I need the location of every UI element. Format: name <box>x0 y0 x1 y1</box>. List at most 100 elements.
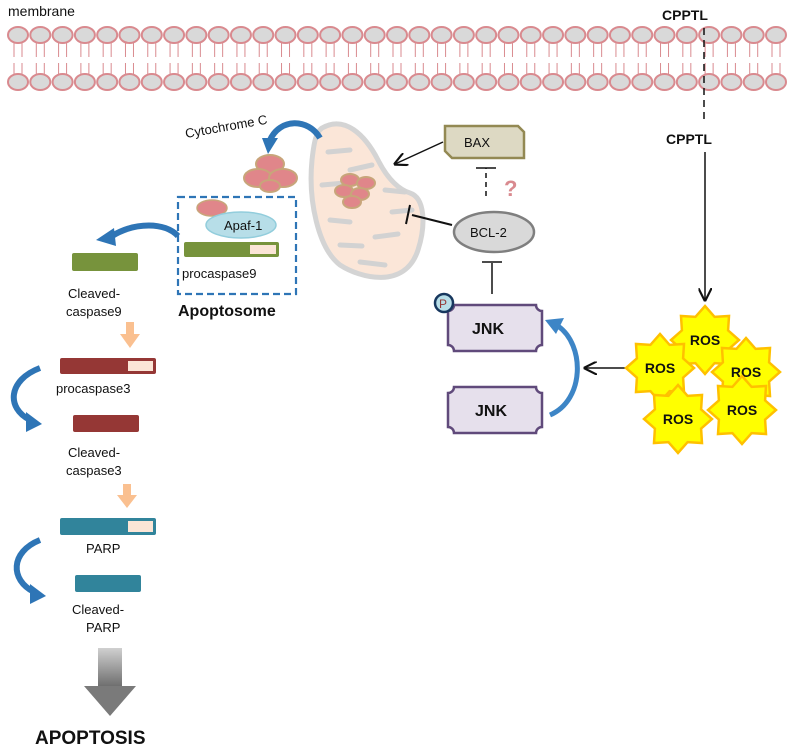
jnk-node: JNK <box>446 385 544 435</box>
cleaved-caspase3-label-line1: Cleaved- <box>68 445 120 460</box>
lipid-head <box>319 26 342 44</box>
lipid-head <box>7 26 29 44</box>
lipid-head <box>252 26 275 44</box>
lipid-head <box>118 73 141 91</box>
bax-node: BAX <box>443 124 526 160</box>
lipid-head <box>452 73 475 91</box>
procaspase3-cleavage-arrowhead <box>26 412 42 432</box>
lipid-head <box>653 73 676 91</box>
bcl2-label: BCL-2 <box>470 225 507 240</box>
lipid-head <box>631 73 654 91</box>
lipid-head <box>386 26 408 44</box>
cleaved-caspase9-label-line1: Cleaved- <box>68 286 120 301</box>
lipid-head <box>274 73 297 91</box>
cytochrome-release-arrowhead <box>262 138 278 154</box>
lipid-head <box>73 26 96 44</box>
lipid-head <box>675 26 698 44</box>
bcl2-node <box>452 210 536 254</box>
phospho-jnk-node: JNK <box>446 303 544 353</box>
apoptosome-to-caspase9-curved-arrow <box>110 222 181 239</box>
lipid-head <box>742 73 765 91</box>
lipid-head <box>163 73 186 91</box>
cleaved-caspase9-label-line2: caspase9 <box>66 304 122 319</box>
lipid-head <box>163 26 186 44</box>
lipid-head <box>720 26 743 44</box>
lipid-head <box>720 73 743 91</box>
ros-star-5 <box>642 383 714 455</box>
lipid-head <box>296 26 319 44</box>
lipid-head <box>73 73 96 91</box>
lipid-head <box>698 26 721 44</box>
lipid-head <box>229 73 252 91</box>
lipid-head <box>631 26 654 44</box>
lipid-head <box>296 73 319 91</box>
ros-label-4: ROS <box>727 402 757 418</box>
parp-cleavage-arrowhead <box>30 584 46 604</box>
lipid-head <box>96 26 119 44</box>
lipid-head <box>7 73 29 91</box>
jnk-phosphorylation-curved-arrow <box>548 323 580 418</box>
lipid-head <box>675 73 698 91</box>
cpptl-outside-label: CPPTL <box>662 7 708 23</box>
parp-cleavage-curved-arrow <box>13 537 42 595</box>
lipid-head <box>608 26 631 44</box>
released-cytochrome-c <box>243 154 298 193</box>
lipid-head <box>452 26 475 44</box>
jnk-label: JNK <box>475 403 507 420</box>
apoptosome-label: Apoptosome <box>178 303 276 320</box>
lipid-head <box>542 26 565 44</box>
ros-label-5: ROS <box>663 411 693 427</box>
procaspase9-prodomain <box>250 245 276 254</box>
lipid-head <box>497 73 520 91</box>
lipid-head <box>207 26 230 44</box>
phosphate-badge: P <box>433 292 455 314</box>
unknown-mechanism-question-mark: ? <box>504 176 517 201</box>
lipid-head <box>765 26 787 44</box>
lipid-head <box>408 26 431 44</box>
bax-to-mito-arrow <box>395 141 444 164</box>
lipid-head <box>519 73 542 91</box>
apoptosis-arrow <box>84 648 136 716</box>
lipid-head <box>742 26 765 44</box>
ros-label-3: ROS <box>731 364 761 380</box>
lipid-head <box>341 26 364 44</box>
lipid-head <box>497 26 520 44</box>
cleaved-parp-label-line1: Cleaved- <box>72 602 124 617</box>
lipid-head <box>542 73 565 91</box>
apoptosome-complex: Apaf-1 procaspase9 <box>176 195 298 296</box>
lipid-head <box>51 26 74 44</box>
lipid-head <box>408 73 431 91</box>
ros-label-1: ROS <box>690 332 720 348</box>
apoptosis-label: APOPTOSIS <box>35 728 146 749</box>
lipid-head <box>185 73 208 91</box>
lipid-head <box>363 26 386 44</box>
lipid-head <box>207 73 230 91</box>
cleaved-parp-label-line2: PARP <box>86 620 120 635</box>
lipid-head <box>698 73 721 91</box>
apoptosome-to-caspase9-arrowhead <box>96 228 116 246</box>
ros-label-2: ROS <box>645 360 675 376</box>
lipid-head <box>430 26 453 44</box>
procaspase3-label: procaspase3 <box>56 381 130 396</box>
lipid-head <box>608 73 631 91</box>
lipid-head <box>140 26 163 44</box>
ros-star-4 <box>706 374 778 446</box>
lipid-head <box>29 73 52 91</box>
procaspase3-cleavage-curved-arrow <box>10 365 42 423</box>
lipid-head <box>185 26 208 44</box>
mito-cytochrome-cluster <box>334 173 376 209</box>
lipid-head <box>252 73 275 91</box>
ros-cluster: ROS ROS ROS ROS ROS <box>624 304 782 455</box>
lipid-head <box>96 73 119 91</box>
lipid-head <box>363 73 386 91</box>
cell-membrane <box>7 26 787 91</box>
lipid-head <box>586 26 609 44</box>
cleaved-caspase3-bar <box>73 415 139 432</box>
mitochondrion <box>308 121 426 280</box>
parp-label: PARP <box>86 541 120 556</box>
lipid-head <box>475 73 498 91</box>
lipid-head <box>475 26 498 44</box>
lipid-head <box>519 26 542 44</box>
apaf1-label: Apaf-1 <box>224 218 262 233</box>
